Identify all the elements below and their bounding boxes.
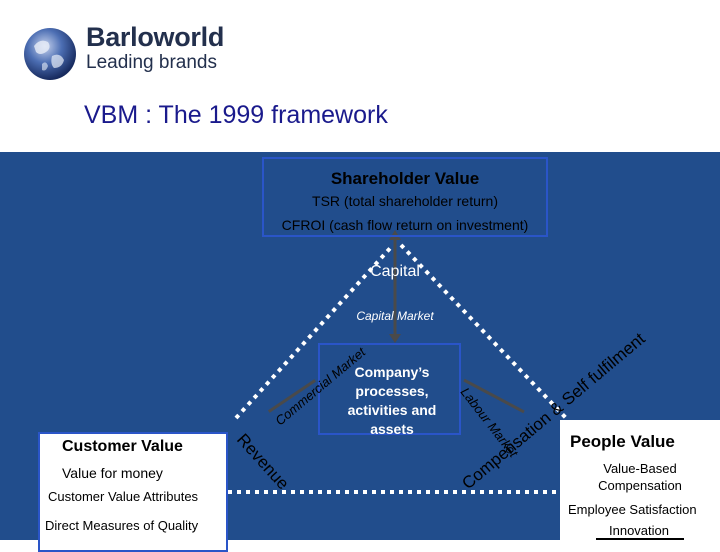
cfroi-text: CFROI (cash flow return on investment) [281, 217, 529, 233]
company-processes-text: Company’s processes, activities and asse… [347, 364, 437, 437]
customer-value-line2: Customer Value Attributes [48, 489, 199, 504]
tsr-text: TSR (total shareholder return) [312, 193, 498, 209]
arrow-shaft-right [463, 378, 525, 414]
brand-name: Barloworld [86, 22, 225, 52]
customer-value-line1: Value for money [62, 465, 163, 481]
capital-market-label: Capital Market [356, 309, 434, 323]
arrow-shaft-left [267, 379, 317, 413]
triangle-right-edge [399, 243, 568, 420]
company-box [318, 343, 461, 435]
capital-label: Capital [370, 263, 420, 280]
customer-value-line3: Direct Measures of Quality [45, 518, 199, 533]
customer-value-title: Customer Value [62, 438, 183, 455]
people-value-box [560, 420, 720, 550]
globe-logo-icon [24, 28, 76, 80]
triangle-left-edge [234, 243, 395, 420]
shareholder-value-box [262, 157, 548, 237]
header: Barloworld Leading brands VBM : The 1999… [0, 0, 720, 152]
shareholder-value-title: Shareholder Value [330, 169, 480, 188]
brand-tagline: Leading brands [86, 52, 217, 73]
people-value-title: People Value [570, 432, 675, 451]
revenue-label: Revenue [233, 430, 293, 493]
page-title: VBM : The 1999 framework [84, 101, 388, 129]
customer-value-box [38, 432, 228, 552]
people-value-line1: Value-Based Compensation [598, 461, 682, 493]
innovation-underline [596, 538, 684, 540]
people-value-line3: Innovation [609, 523, 669, 538]
arrow-head-down [389, 334, 401, 343]
people-value-line2: Employee Satisfaction [568, 502, 697, 517]
